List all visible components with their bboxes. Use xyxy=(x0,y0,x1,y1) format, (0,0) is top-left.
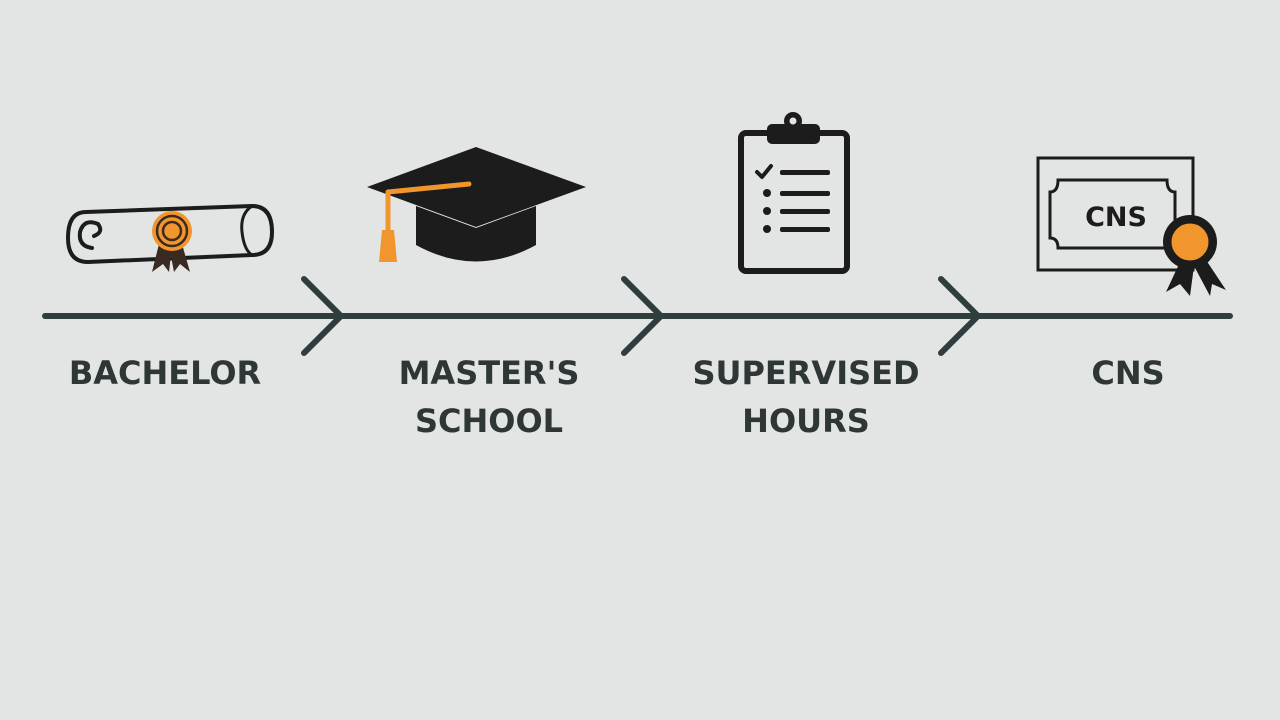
clipboard-checklist-icon xyxy=(738,112,850,274)
step-label-masters-school: MASTER'S SCHOOL xyxy=(398,354,580,440)
arrow-chevron-3 xyxy=(938,276,981,356)
arrow-chevron-2 xyxy=(621,276,664,356)
step-label-cns: CNS xyxy=(1091,354,1165,392)
step-label-supervised-hours: SUPERVISED HOURS xyxy=(692,354,920,440)
certificate-badge-text: CNS xyxy=(1085,202,1147,233)
step-label-bachelor: BACHELOR xyxy=(68,354,262,392)
certificate-icon: CNS xyxy=(1036,156,1226,296)
graduation-cap-icon xyxy=(367,147,586,262)
diploma-scroll-icon xyxy=(66,204,274,272)
arrow-chevron-1 xyxy=(301,276,344,356)
certificate-seal xyxy=(1163,215,1217,269)
